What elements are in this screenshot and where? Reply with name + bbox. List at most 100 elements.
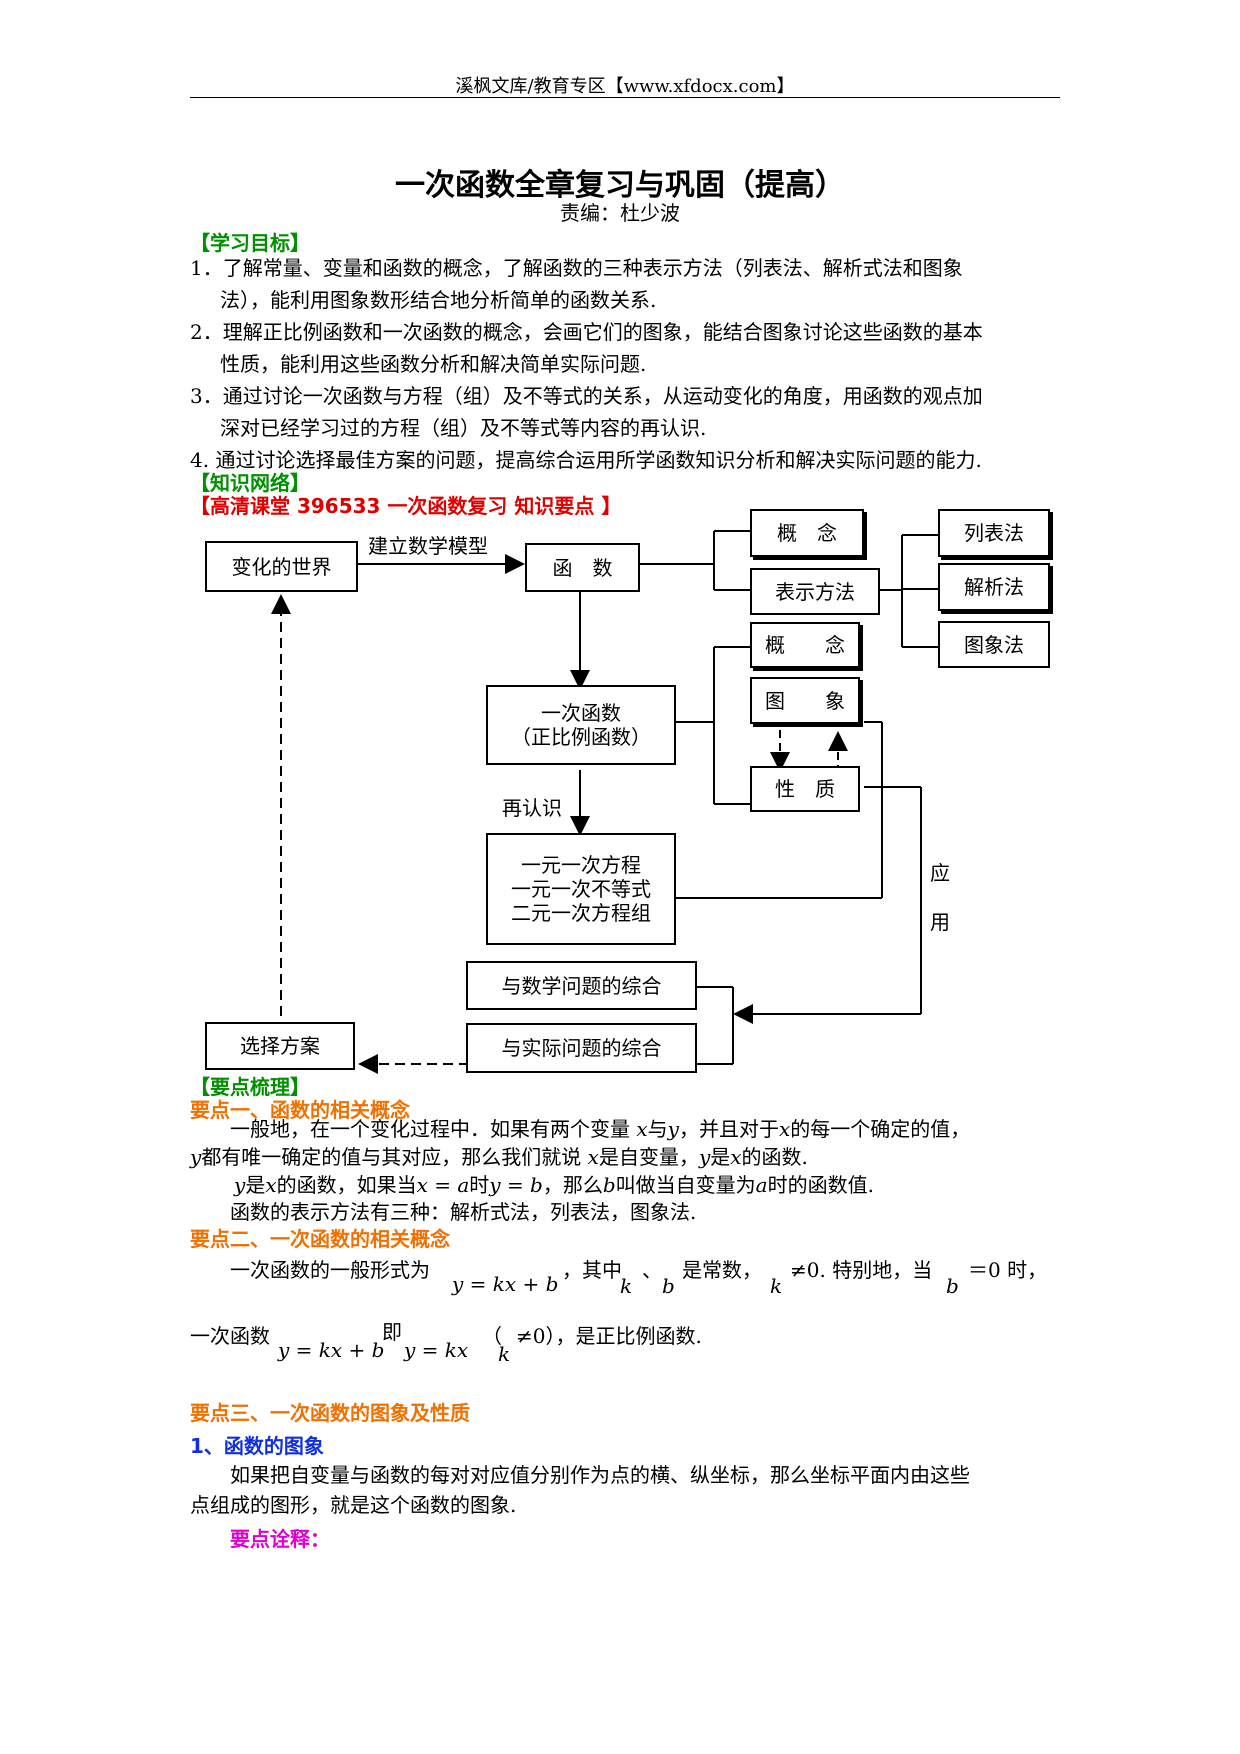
var-a: a xyxy=(755,1173,768,1197)
formula-yb: y = b xyxy=(489,1173,543,1197)
box-property: 性 质 xyxy=(750,766,860,812)
text: 的函数，如果当 xyxy=(276,1173,417,1197)
point3-subheading: 1、函数的图象 xyxy=(190,1434,324,1458)
point1-heading: 要点一、函数的相关概念 xyxy=(190,1098,410,1122)
point2-heading: 要点二、一次函数的相关概念 xyxy=(190,1227,450,1251)
box-image: 图 象 xyxy=(750,677,860,724)
network-heading: 【知识网络】 xyxy=(190,471,310,495)
box-changing-world: 变化的世界 xyxy=(205,541,358,592)
var-x: x xyxy=(636,1117,648,1141)
var-b: b xyxy=(946,1274,959,1298)
box-label: （正比例函数） xyxy=(511,725,651,749)
text: ≠0. 特别地，当 xyxy=(790,1258,933,1282)
text: ，那么 xyxy=(542,1173,603,1197)
point1-line1: 一般地，在一个变化过程中．如果有两个变量 x与y，并且对于x的每一个确定的值， xyxy=(230,1113,1090,1145)
objective-text-cont: 法），能利用图象数形结合地分析简单的函数关系. xyxy=(220,288,657,312)
box-label: 图 象 xyxy=(765,688,845,713)
point2-line2: 一次函数 y = kx + b 即 y = kx （ k ≠0），是正比例函数. xyxy=(190,1320,1090,1380)
var-b: b xyxy=(602,1173,616,1197)
objective-text: 理解正比例函数和一次函数的概念，会画它们的图象，能结合图象讨论这些函数的基本 xyxy=(222,320,983,344)
objective-num: 4. xyxy=(190,448,210,472)
var-x: x xyxy=(265,1173,277,1197)
objective-num: 3． xyxy=(190,384,223,408)
text: 是 xyxy=(245,1173,266,1197)
objective-text: 了解常量、变量和函数的概念，了解函数的三种表示方法（列表法、解析式法和图象 xyxy=(222,256,963,280)
box-label: 二元一次方程组 xyxy=(511,901,651,925)
box-label: 选择方案 xyxy=(240,1034,320,1058)
text: （ xyxy=(482,1324,502,1348)
box-math-problem: 与数学问题的综合 xyxy=(466,961,697,1010)
box-label: 一次函数 xyxy=(541,701,621,725)
box-representation: 表示方法 xyxy=(750,568,880,615)
box-label: 一元一次方程 xyxy=(521,853,641,877)
formula-xa: x = a xyxy=(416,1173,470,1197)
text: 一般地，在一个变化过程中．如果有两个变量 xyxy=(230,1117,637,1141)
box-label: 列表法 xyxy=(964,521,1024,545)
summary-heading: 【要点梳理】 xyxy=(190,1075,310,1099)
label-apply-2: 用 xyxy=(930,910,950,934)
box-label: 一元一次不等式 xyxy=(511,877,651,901)
note-heading: 要点诠释： xyxy=(230,1527,330,1551)
video-link[interactable]: 【高清课堂 396533 一次函数复习 知识要点 】 xyxy=(190,494,622,518)
text: 是自变量， xyxy=(598,1145,699,1169)
var-y: y xyxy=(234,1173,246,1197)
objective-text-cont: 深对已经学习过的方程（组）及不等式等内容的再认识. xyxy=(220,416,707,440)
objective-3: 3．通过讨论一次函数与方程（组）及不等式的关系，从运动变化的角度，用函数的观点加… xyxy=(190,380,1070,444)
text: 的每一个确定的值， xyxy=(790,1117,971,1141)
var-x: x xyxy=(730,1145,742,1169)
box-analytic-method: 解析法 xyxy=(938,563,1050,611)
text: 、 xyxy=(642,1258,662,1282)
header-rule xyxy=(190,97,1060,98)
editor-line: 责编：杜少波 xyxy=(560,201,680,225)
var-y: y xyxy=(698,1145,711,1169)
text: 即 xyxy=(382,1320,402,1344)
objective-text: 通过讨论一次函数与方程（组）及不等式的关系，从运动变化的角度，用函数的观点加 xyxy=(222,384,983,408)
box-concept-1: 概 念 xyxy=(750,509,864,557)
text: 时的函数值. xyxy=(767,1173,874,1197)
point3-heading: 要点三、一次函数的图象及性质 xyxy=(190,1401,470,1425)
objective-1: 1．了解常量、变量和函数的概念，了解函数的三种表示方法（列表法、解析式法和图象 … xyxy=(190,252,1070,316)
text: ≠0），是正比例函数. xyxy=(516,1324,702,1348)
box-label: 与实际问题的综合 xyxy=(501,1036,662,1060)
point1-line3: y是x的函数，如果当x = a时y = b，那么b叫做当自变量为a时的函数值. xyxy=(234,1169,1094,1201)
box-table-method: 列表法 xyxy=(938,509,1050,557)
text: ＝0 时， xyxy=(968,1258,1048,1282)
box-label: 图象法 xyxy=(964,632,1024,657)
box-concept-2: 概 念 xyxy=(750,622,860,668)
text: ，其中 xyxy=(562,1258,622,1282)
box-equations: 一元一次方程一元一次不等式二元一次方程组 xyxy=(486,833,676,945)
box-label: 概 念 xyxy=(777,521,837,545)
box-label: 与数学问题的综合 xyxy=(501,973,662,998)
point3-line2: 点组成的图形，就是这个函数的图象. xyxy=(190,1493,517,1517)
objective-4: 4. 通过讨论选择最佳方案的问题，提高综合运用所学函数知识分析和解决实际问题的能… xyxy=(190,444,1090,476)
box-label: 概 念 xyxy=(765,633,845,657)
var-x: x xyxy=(778,1117,791,1141)
box-label: 变化的世界 xyxy=(231,554,332,579)
text: 是常数， xyxy=(682,1258,762,1282)
objectives-heading: 【学习目标】 xyxy=(190,231,310,255)
box-label: 解析法 xyxy=(964,575,1024,599)
text: 与 xyxy=(647,1117,668,1141)
objective-text: 通过讨论选择最佳方案的问题，提高综合运用所学函数知识分析和解决实际问题的能力. xyxy=(215,448,982,472)
text: 时 xyxy=(469,1173,490,1197)
formula-general: y = kx + b xyxy=(278,1338,385,1362)
box-choose-plan: 选择方案 xyxy=(205,1022,355,1070)
point1-line2: y都有唯一确定的值与其对应，那么我们就说 x是自变量，y是x的函数. xyxy=(190,1141,1090,1173)
var-x: x xyxy=(587,1145,599,1169)
text: 是 xyxy=(710,1145,731,1169)
point2-line1: 一次函数的一般形式为 y = kx + b ，其中 k 、 b 是常数， k ≠… xyxy=(230,1254,1090,1324)
objective-text-cont: 性质，能利用这些函数分析和解决简单实际问题. xyxy=(220,352,647,376)
formula-proportional: y = kx xyxy=(404,1338,469,1362)
text: ，并且对于 xyxy=(678,1117,779,1141)
var-k: k xyxy=(770,1274,783,1298)
box-label: 性 质 xyxy=(775,777,835,801)
text: 的函数. xyxy=(741,1145,808,1169)
var-k: k xyxy=(620,1274,633,1298)
text: 叫做当自变量为 xyxy=(615,1173,756,1197)
formula-general: y = kx + b xyxy=(452,1272,559,1296)
label-build-model: 建立数学模型 xyxy=(368,534,488,558)
point1-line4: 函数的表示方法有三种：解析式法，列表法，图象法. xyxy=(230,1200,697,1224)
objective-num: 1． xyxy=(190,256,223,280)
box-graph-method: 图象法 xyxy=(938,621,1050,668)
